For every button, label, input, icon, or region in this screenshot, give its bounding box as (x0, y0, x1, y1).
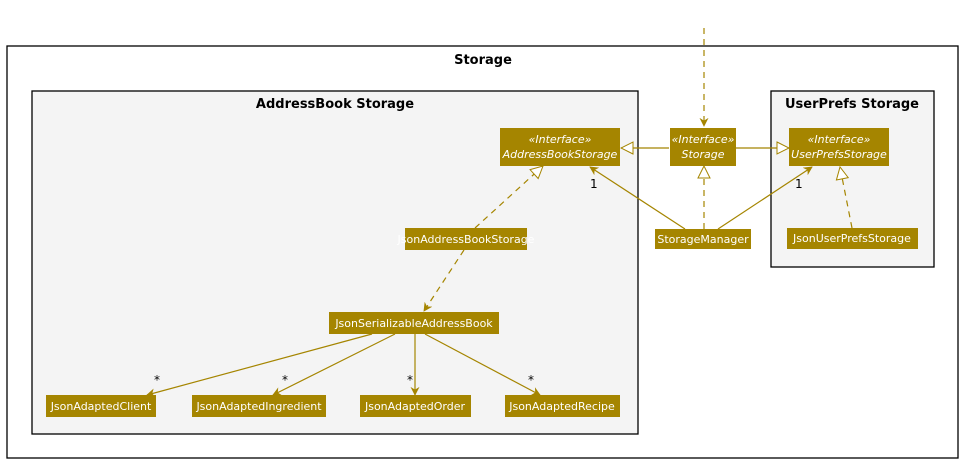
class-jsonuserprefsstorage[interactable]: JsonUserPrefsStorage (787, 228, 918, 249)
class-storagemanager[interactable]: StorageManager (655, 229, 751, 249)
class-addressbookstorage-name: AddressBookStorage (502, 148, 618, 161)
multiplicity-recipe: * (528, 373, 534, 387)
class-jsonadaptedingredient[interactable]: JsonAdaptedIngredient (192, 395, 326, 417)
jsonserializable-to-recipe-association (424, 333, 541, 396)
relationships (146, 28, 853, 398)
class-jsonadaptedclient-name: JsonAdaptedClient (50, 400, 152, 413)
class-userprefsstorage-name: UserPrefsStorage (791, 148, 887, 161)
class-jsonadaptedingredient-name: JsonAdaptedIngredient (195, 400, 322, 413)
class-jsonuserprefsstorage-name: JsonUserPrefsStorage (792, 232, 911, 245)
jsonserializable-to-ingredient-association (272, 333, 396, 396)
class-jsonadaptedrecipe[interactable]: JsonAdaptedRecipe (505, 395, 620, 417)
class-jsonadaptedorder[interactable]: JsonAdaptedOrder (360, 395, 471, 417)
class-userprefsstorage[interactable]: «Interface» UserPrefsStorage (789, 128, 889, 166)
class-addressbookstorage[interactable]: «Interface» AddressBookStorage (500, 128, 620, 166)
class-storage-name: Storage (681, 148, 724, 161)
storagemanager-to-userprefsstorage-association (717, 166, 813, 230)
class-userprefsstorage-stereotype: «Interface» (808, 133, 871, 146)
class-jsonaddressbookstorage[interactable]: JsonAddressBookStorage (397, 228, 535, 250)
jsonaddressbook-to-addressbookstorage-realization (474, 166, 543, 229)
class-jsonserializableaddressbook[interactable]: JsonSerializableAddressBook (329, 312, 499, 334)
multiplicity-manager-userprefs: 1 (795, 177, 803, 191)
class-addressbookstorage-stereotype: «Interface» (529, 133, 592, 146)
class-storage-stereotype: «Interface» (672, 133, 735, 146)
jsonaddressbook-to-jsonserializable-dependency (423, 249, 465, 312)
class-jsonadaptedrecipe-name: JsonAdaptedRecipe (508, 400, 615, 413)
class-jsonadaptedclient[interactable]: JsonAdaptedClient (46, 395, 156, 417)
class-jsonserializableaddressbook-name: JsonSerializableAddressBook (334, 317, 493, 330)
class-jsonadaptedorder-name: JsonAdaptedOrder (364, 400, 466, 413)
storage-package-title: Storage (454, 53, 512, 68)
multiplicity-order: * (407, 373, 413, 387)
multiplicity-labels: 1 1 * * * * (154, 177, 803, 387)
class-storage[interactable]: «Interface» Storage (670, 128, 736, 166)
class-jsonaddressbookstorage-name: JsonAddressBookStorage (397, 233, 535, 246)
storagemanager-to-addressbookstorage-association (589, 166, 686, 230)
addressbook-storage-package-title: AddressBook Storage (256, 97, 414, 112)
class-storagemanager-name: StorageManager (657, 233, 749, 246)
multiplicity-client: * (154, 373, 160, 387)
multiplicity-ingredient: * (282, 373, 288, 387)
multiplicity-manager-addressbook: 1 (590, 177, 598, 191)
userprefs-storage-package-title: UserPrefs Storage (785, 97, 919, 112)
jsonserializable-to-client-association (146, 333, 373, 398)
